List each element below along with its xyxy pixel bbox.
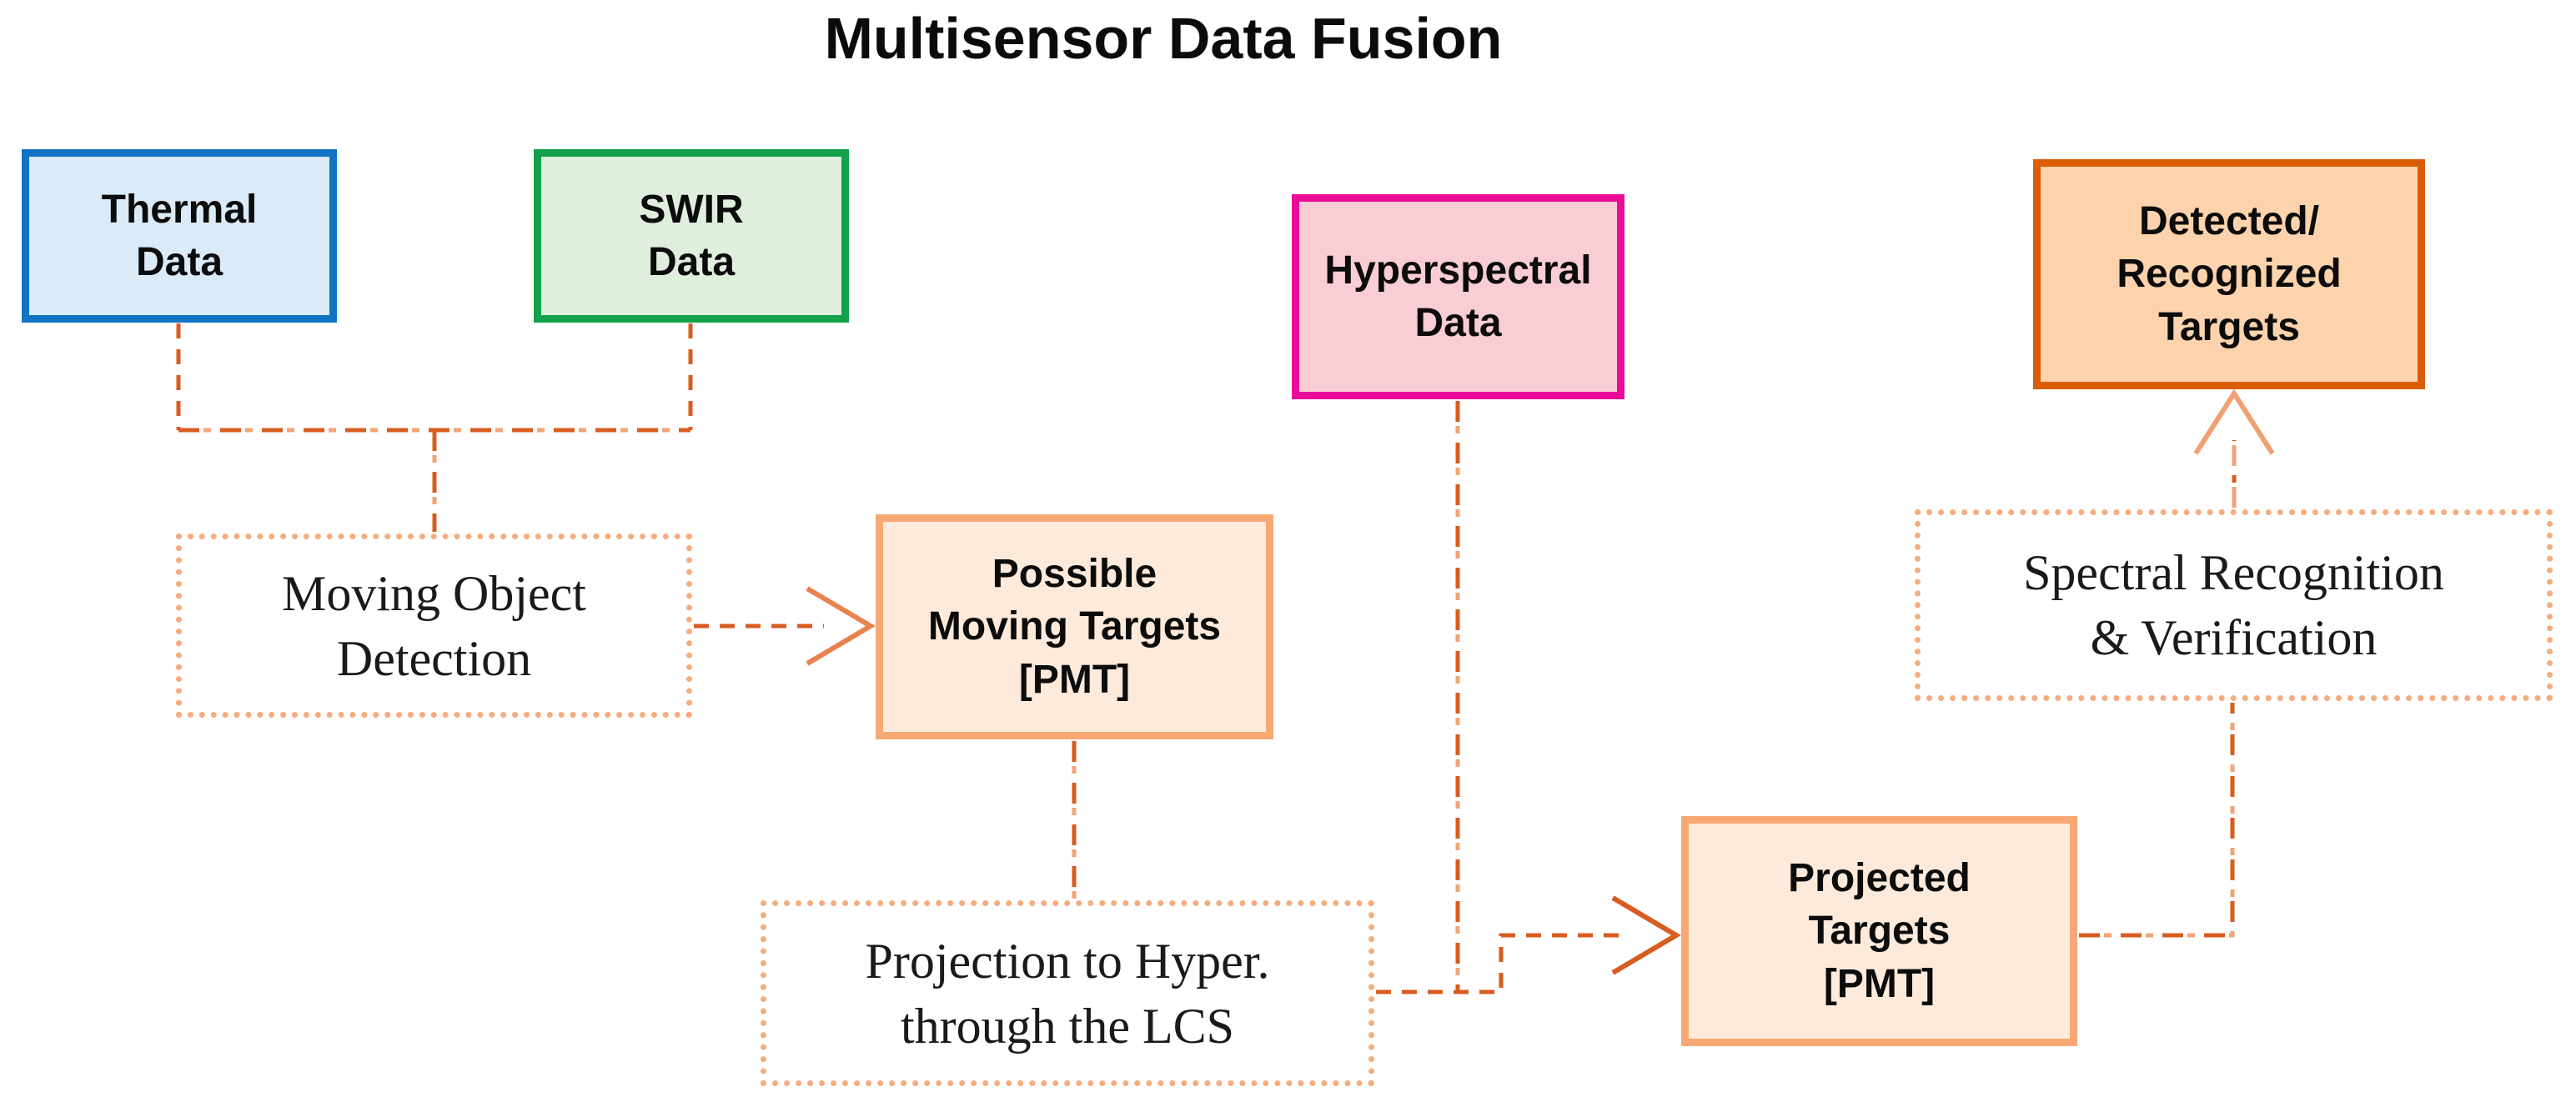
node-label-line: Data — [647, 240, 736, 284]
node-projection-to-hyper: Projection to Hyper. through the LCS — [761, 900, 1374, 1086]
node-label-line: Moving Targets — [927, 604, 1222, 649]
node-label-line: Projected — [1788, 855, 1971, 900]
arrowhead-spectral-to-detected — [2193, 388, 2275, 455]
node-label-line: Moving Object — [282, 565, 586, 621]
edge-projected-to-spectral — [2079, 703, 2235, 938]
node-label-line: Thermal — [101, 187, 258, 232]
node-label-line: Projection to Hyper. — [865, 933, 1270, 989]
node-spectral-recognition-verification: Spectral Recognition & Verification — [1915, 509, 2553, 701]
node-label-line: [PMT] — [1823, 961, 1936, 1006]
node-label-line: Spectral Recognition — [2023, 545, 2444, 600]
node-label-line: Detection — [336, 630, 532, 686]
node-label-line: Data — [135, 240, 223, 284]
node-label-line: Targets — [2158, 304, 2300, 349]
edge-projected-to-spectral-dots — [2079, 703, 2235, 938]
node-label-line: Possible — [992, 551, 1157, 596]
node-label-line: Data — [1414, 301, 1502, 345]
node-label-line: Recognized — [2117, 252, 2342, 297]
node-swir-data: SWIR Data — [534, 149, 849, 323]
node-label-line: Detected/ — [2138, 198, 2320, 243]
node-label-line: & Verification — [2090, 610, 2378, 665]
edge-projection-to-projected — [1376, 933, 1626, 994]
diagram-title: Multisensor Data Fusion — [824, 6, 1503, 71]
node-label-line: Targets — [1808, 909, 1951, 954]
arrowhead-projection-to-projected — [1611, 895, 1681, 975]
node-label-line: through the LCS — [901, 998, 1234, 1054]
node-label-line: SWIR — [639, 187, 744, 232]
arrowhead-mod-to-pmt — [806, 586, 876, 666]
node-label-line: [PMT] — [1018, 657, 1131, 702]
node-label-line: Hyperspectral — [1324, 248, 1592, 293]
